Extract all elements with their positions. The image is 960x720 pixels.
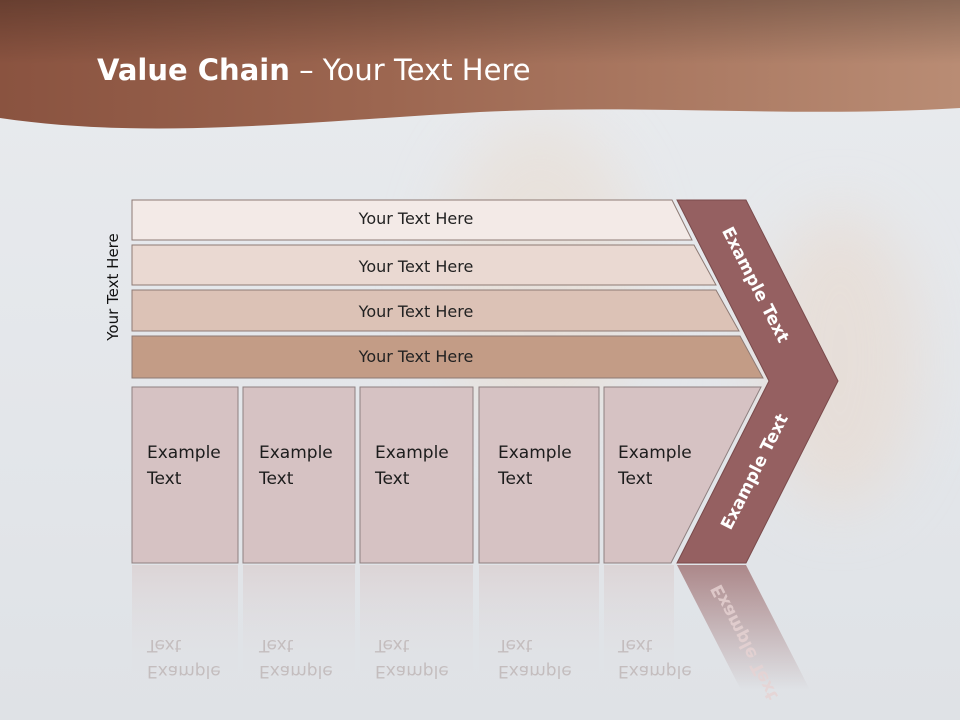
box-3-reflection-line1: Example xyxy=(375,661,449,681)
box-3-reflection-text: Example Text xyxy=(375,632,465,684)
box-3-line1: Example xyxy=(375,443,449,463)
box-3-line2: Text xyxy=(375,469,410,489)
box-2-label: Example Text xyxy=(259,440,349,492)
box-3-shape xyxy=(359,386,474,564)
box-2-reflection-line1: Example xyxy=(259,661,333,681)
box-4-line2: Text xyxy=(498,469,533,489)
title-bold: Value Chain xyxy=(97,53,290,87)
title-rest: – Your Text Here xyxy=(289,53,531,87)
box-2-shape xyxy=(242,386,356,564)
box-5-line2: Text xyxy=(618,469,653,489)
box-4-reflection-line1: Example xyxy=(498,661,572,681)
box-4-reflection-line2: Text xyxy=(498,635,533,655)
box-5-shape xyxy=(603,386,762,564)
bar-4-label: Your Text Here xyxy=(358,347,474,366)
chevron-reflection xyxy=(677,565,810,690)
box-5-reflection-line2: Text xyxy=(618,635,653,655)
box-4-reflection-text: Example Text xyxy=(498,632,588,684)
bar-1-label: Your Text Here xyxy=(358,209,474,228)
box-1-line2: Text xyxy=(147,469,182,489)
bar-4-shape xyxy=(131,335,764,379)
box-1-label: Example Text xyxy=(147,440,237,492)
box-3-reflection-line2: Text xyxy=(375,635,410,655)
box-4-line1: Example xyxy=(498,443,572,463)
box-reflection xyxy=(360,565,473,695)
box-reflection xyxy=(479,565,599,695)
box-4-shape xyxy=(478,386,600,564)
page-title: Value Chain – Your Text Here xyxy=(97,53,531,87)
box-2-reflection-line2: Text xyxy=(259,635,294,655)
box-2-line2: Text xyxy=(259,469,294,489)
box-3-label: Example Text xyxy=(375,440,465,492)
header-band xyxy=(0,0,960,129)
box-1-reflection-text: Example Text xyxy=(147,632,237,684)
box-2-reflection-text: Example Text xyxy=(259,632,349,684)
box-5-reflection-text: Example Text xyxy=(618,632,708,684)
box-reflection xyxy=(132,565,238,695)
bar-1-shape xyxy=(131,199,693,241)
box-1-shape xyxy=(131,386,239,564)
box-1-reflection-line2: Text xyxy=(147,635,182,655)
bar-2-shape xyxy=(131,244,717,286)
box-4-label: Example Text xyxy=(498,440,588,492)
chevron-shape xyxy=(676,199,839,564)
bar-3-label: Your Text Here xyxy=(358,302,474,321)
box-reflection xyxy=(604,565,674,695)
box-5-line1: Example xyxy=(618,443,692,463)
box-1-line1: Example xyxy=(147,443,221,463)
bar-2-label: Your Text Here xyxy=(358,257,474,276)
box-1-reflection-line1: Example xyxy=(147,661,221,681)
bar-3-shape xyxy=(131,289,740,332)
box-5-reflection-line1: Example xyxy=(618,661,692,681)
box-5-label: Example Text xyxy=(618,440,708,492)
box-reflection xyxy=(243,565,355,695)
box-2-line1: Example xyxy=(259,443,333,463)
